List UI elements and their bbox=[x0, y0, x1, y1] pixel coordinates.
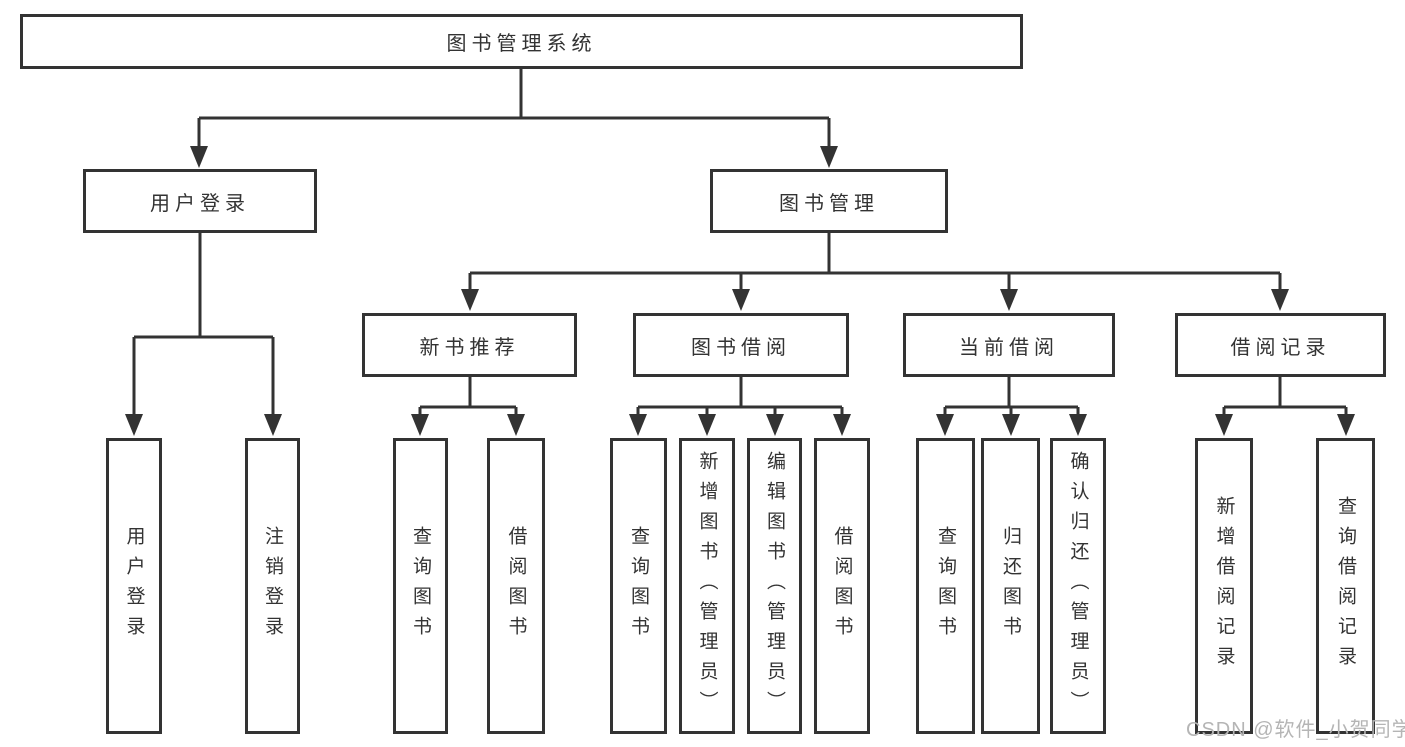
node-leaf-logout: 注销登录 bbox=[245, 438, 300, 734]
node-current-search-books: 查询图书 bbox=[916, 438, 975, 734]
node-book-borrow: 图书借阅 bbox=[633, 313, 849, 377]
node-current-confirm-return-admin: 确认归还（管理员） bbox=[1050, 438, 1106, 734]
node-borrow-add-books-admin: 新增图书（管理员） bbox=[679, 438, 735, 734]
node-new-book-recommend: 新书推荐 bbox=[362, 313, 577, 377]
node-records-add-record: 新增借阅记录 bbox=[1195, 438, 1253, 734]
csdn-watermark: CSDN @软件_小贺同学 bbox=[1186, 719, 1405, 741]
node-borrow-records: 借阅记录 bbox=[1175, 313, 1386, 377]
node-current-borrow: 当前借阅 bbox=[903, 313, 1115, 377]
node-records-search-record: 查询借阅记录 bbox=[1316, 438, 1375, 734]
node-book-management: 图书管理 bbox=[710, 169, 948, 233]
node-recommend-search-books: 查询图书 bbox=[393, 438, 448, 734]
node-user-login: 用户登录 bbox=[83, 169, 317, 233]
node-borrow-search-books: 查询图书 bbox=[610, 438, 667, 734]
node-root: 图书管理系统 bbox=[20, 14, 1023, 69]
node-recommend-borrow-books: 借阅图书 bbox=[487, 438, 545, 734]
node-borrow-borrow-books: 借阅图书 bbox=[814, 438, 870, 734]
node-current-return-books: 归还图书 bbox=[981, 438, 1040, 734]
node-borrow-edit-books-admin: 编辑图书（管理员） bbox=[747, 438, 802, 734]
node-leaf-user-login: 用户登录 bbox=[106, 438, 162, 734]
